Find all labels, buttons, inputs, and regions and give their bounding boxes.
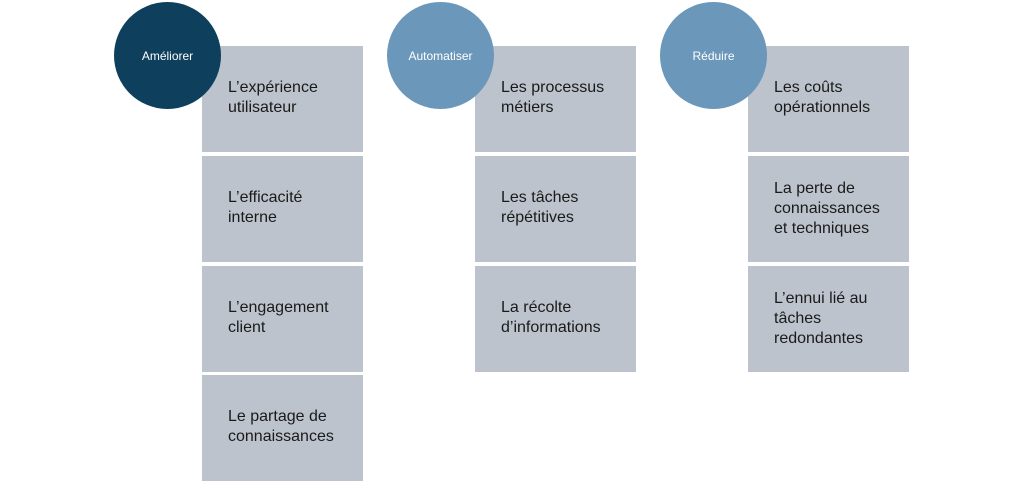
item-box: L’engagement client [202, 266, 363, 372]
column-automatiser: Les processus métiers Les tâches répétit… [387, 0, 647, 484]
item-box: Les coûts opérationnels [748, 46, 909, 152]
column-reduire: Les coûts opérationnels La perte de conn… [660, 0, 920, 484]
item-box: L’efficacité interne [202, 156, 363, 262]
column-ameliorer: L’expérience utilisateur L’efficacité in… [114, 0, 374, 484]
category-circle-ameliorer: Améliorer [114, 2, 221, 109]
category-circle-reduire: Réduire [660, 2, 767, 109]
item-box: Les processus métiers [475, 46, 636, 152]
item-box: La perte de connaissances et techniques [748, 156, 909, 262]
item-box: La récolte d’informations [475, 266, 636, 372]
item-box: Le partage de connaissances [202, 375, 363, 481]
item-box: L’expérience utilisateur [202, 46, 363, 152]
item-box: L’ennui lié au tâches redondantes [748, 266, 909, 372]
category-circle-automatiser: Automatiser [387, 2, 494, 109]
item-box: Les tâches répétitives [475, 156, 636, 262]
